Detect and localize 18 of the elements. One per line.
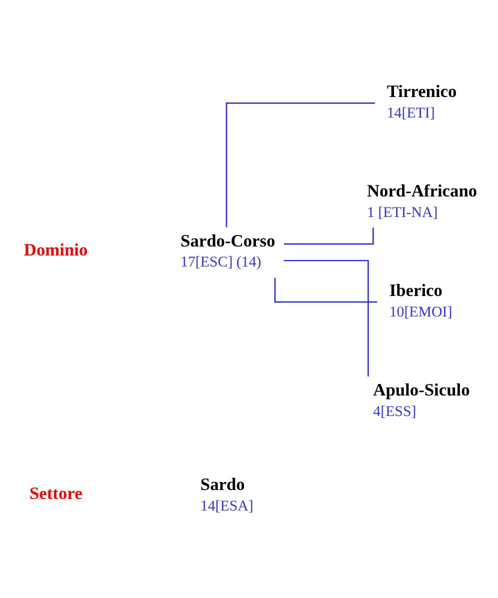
- label: Settore: [29, 482, 82, 503]
- node-text: Sardo-Corso: [180, 230, 275, 250]
- connector: [283, 259, 368, 376]
- node-label: 1 [ETI-NA]: [366, 204, 438, 220]
- node-label: 14[ETI]: [386, 105, 434, 122]
- connector: [274, 277, 377, 302]
- node-text: Nord-Africano: [366, 180, 477, 200]
- label: Dominio: [23, 239, 88, 260]
- node-text: Sardo: [200, 473, 244, 494]
- node-text: Apulo-Siculo: [372, 378, 470, 399]
- connector: [225, 102, 374, 227]
- connector: [284, 227, 374, 244]
- node-text: Tirrenico: [386, 80, 456, 101]
- node-text: Iberico: [388, 280, 442, 300]
- node-label: 10[EMOI]: [388, 304, 452, 320]
- node-label: 4[ESS]: [372, 403, 416, 420]
- node-label: 17[ESC] (14): [180, 254, 261, 270]
- node-label: 14[ESA]: [200, 498, 253, 514]
